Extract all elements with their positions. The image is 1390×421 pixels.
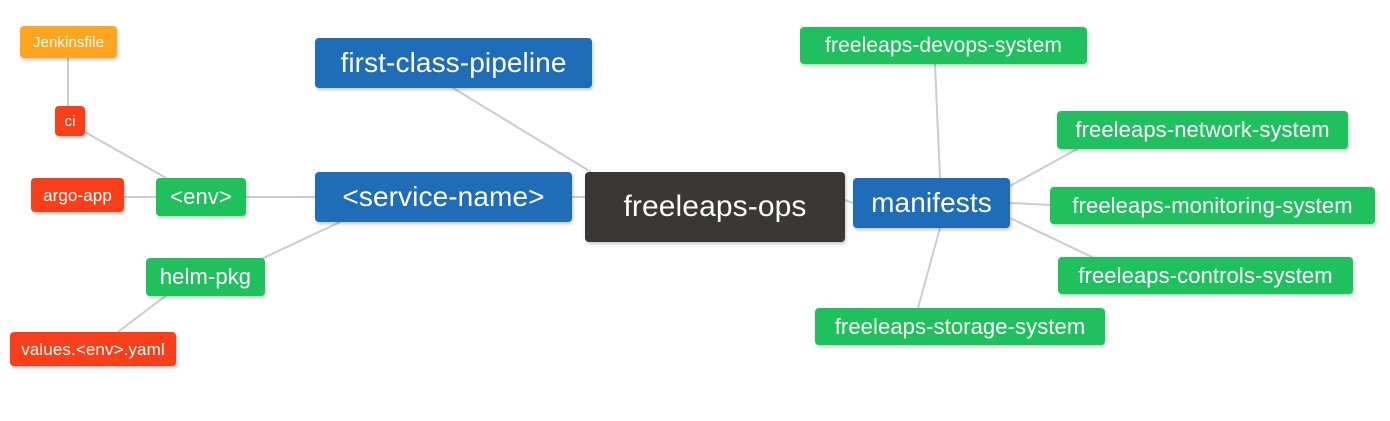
mindmap-node-root[interactable]: freeleaps-ops — [585, 172, 845, 242]
edge-root-to-manifests — [844, 199, 854, 204]
mindmap-node-manifests[interactable]: manifests — [853, 178, 1010, 228]
mindmap-node-monitoring[interactable]: freeleaps-monitoring-system — [1050, 187, 1375, 224]
edge-manifests-to-storage — [917, 227, 941, 309]
edge-manifests-to-network — [1009, 148, 1078, 187]
mindmap-node-ci[interactable]: ci — [55, 106, 85, 136]
mindmap-node-pipeline[interactable]: first-class-pipeline — [315, 38, 592, 88]
edge-manifests-to-monitoring — [1009, 202, 1051, 206]
edge-manifests-to-devops — [934, 63, 941, 179]
mindmap-node-values[interactable]: values.<env>.yaml — [10, 332, 176, 366]
mindmap-node-controls[interactable]: freeleaps-controls-system — [1058, 257, 1353, 294]
edge-root-to-pipeline — [452, 87, 592, 173]
mindmap-node-jenkinsfile[interactable]: Jenkinsfile — [20, 26, 117, 58]
edge-manifests-to-controls — [1009, 217, 1093, 258]
mindmap-node-helm[interactable]: helm-pkg — [146, 258, 265, 296]
edge-env-to-ci — [84, 131, 167, 179]
mindmap-node-storage[interactable]: freeleaps-storage-system — [815, 308, 1105, 345]
mindmap-node-devops[interactable]: freeleaps-devops-system — [800, 27, 1087, 64]
mindmap-node-env[interactable]: <env> — [156, 178, 246, 216]
mindmap-node-network[interactable]: freeleaps-network-system — [1057, 111, 1348, 149]
mindmap-node-argo[interactable]: argo-app — [31, 178, 124, 212]
edge-service-to-helm — [254, 221, 341, 263]
mindmap-node-service[interactable]: <service-name> — [315, 172, 572, 222]
